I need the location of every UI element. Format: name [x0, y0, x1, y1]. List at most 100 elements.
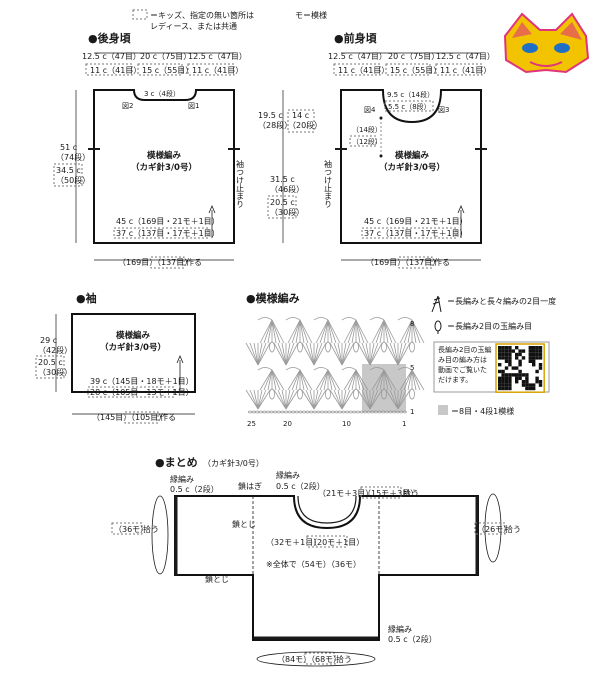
edge-left-label1: 縁編み — [170, 474, 194, 484]
stitch-fan-line — [313, 389, 323, 410]
chain-stitch — [269, 410, 274, 414]
cluster-stitch — [269, 341, 275, 353]
stitch-fan-line — [341, 342, 351, 366]
stitch-fan-line — [295, 369, 301, 391]
stitch-fan-line — [375, 369, 385, 391]
chain-arc — [397, 317, 413, 321]
symbol1-label: ＝長編みと長々編みの2目一度 — [447, 296, 556, 306]
stitch-fan-line — [411, 319, 417, 344]
left-cuff-pick: 拾う — [143, 524, 159, 534]
stitch-fan-line — [343, 319, 357, 344]
chart-col-20: 20 — [283, 420, 292, 428]
stitch-fan-line — [383, 369, 397, 391]
stitch-fan-line — [309, 342, 315, 366]
qr-text-2: み目の編み方は — [438, 355, 487, 364]
front-top-adult-3: 12.5 c（47目） — [436, 52, 495, 61]
back-body-label2: （カギ針3/0号） — [131, 162, 197, 173]
chain-stitch — [319, 410, 324, 414]
stitch-fan-line — [245, 389, 259, 410]
stitch-fan-line — [383, 369, 389, 391]
stitch-fan-line — [397, 389, 411, 410]
stitch-fan-line — [371, 319, 385, 344]
stitch-fan-line — [271, 369, 277, 391]
sleeve-shape — [71, 313, 196, 393]
chain-arc — [369, 317, 385, 321]
bottom-edge-label2: 0.5 c（2段） — [388, 634, 437, 644]
front-neck-kids: 5.5 c（8段） — [388, 102, 431, 111]
chain-stitch — [280, 410, 285, 414]
back-top-adult-2: 20 c（75目） — [140, 52, 191, 61]
stitch-fan-line — [369, 342, 375, 366]
back-top-kids-3: 11 c（41目） — [192, 66, 243, 75]
hem-pick-label: 拾う — [336, 654, 352, 664]
stitch-fan-line — [357, 389, 371, 410]
stitch-fan-line — [385, 342, 399, 366]
stitch-fan-line — [257, 389, 263, 410]
chart-row-8: 8 — [410, 320, 414, 328]
chain-stitch — [305, 410, 310, 414]
cluster-stitch — [409, 388, 415, 400]
cat-mask-logo — [503, 12, 590, 74]
sleeve-foundation-adult: （145目） — [92, 413, 131, 422]
back-sleeve-mark: 袖つけ止まり — [236, 159, 245, 208]
stitch-fan-line — [411, 369, 425, 391]
stitch-fan-line — [399, 319, 413, 344]
chain-stitch — [323, 410, 328, 414]
hem-count-adult: （84モ） — [277, 655, 311, 664]
stitch-fan-line — [319, 319, 329, 344]
stitch-fan-line — [259, 319, 273, 344]
stitch-fan-line — [267, 319, 273, 344]
chain-stitch — [298, 410, 303, 414]
stitch-fan-line — [411, 369, 421, 391]
qr-code-icon[interactable] — [495, 343, 545, 393]
chain-stitch — [352, 410, 357, 414]
chain-stitch — [262, 410, 267, 414]
stitch-fan-line — [383, 369, 393, 391]
back-height-adult: 51 c — [60, 143, 77, 152]
sleeve-body-label1: 模様編み — [116, 330, 151, 341]
neck-back-kids: （20モ＋1目） — [309, 538, 364, 547]
kids-legend-box — [132, 9, 148, 20]
back-neck-depth: 3 c（4段） — [144, 89, 180, 98]
chain-arc — [285, 317, 301, 321]
mid-side-kids: 20.5 c — [270, 198, 295, 207]
chart-col-1: 1 — [402, 420, 406, 428]
chart-row-1: 1 — [410, 408, 414, 416]
back-height-kids-rows: （50段） — [56, 175, 90, 185]
chain-stitch — [334, 410, 339, 414]
chain-arc — [257, 367, 273, 371]
stitch-fan-line — [411, 319, 421, 344]
stitch-fan-line — [267, 369, 273, 391]
stitch-fan-line — [397, 342, 407, 366]
stitch-fan-line — [313, 389, 319, 410]
stitch-fan-line — [397, 342, 403, 366]
back-foundation-kids: （137目） — [153, 258, 192, 267]
stitch-fan-line — [407, 369, 413, 391]
stitch-fan-line — [245, 342, 259, 366]
stitch-fan-line — [351, 369, 357, 391]
chain-stitch — [316, 410, 321, 414]
front-top-kids-3: 11 c（41目） — [440, 66, 491, 75]
stitch-fan-line — [347, 369, 357, 391]
sleeve-height-kids: 20.5 c — [38, 358, 63, 367]
stitch-fan-line — [249, 389, 259, 410]
stitch-fan-line — [285, 389, 291, 410]
stitch-fan-line — [371, 369, 385, 391]
cluster-stitch — [297, 388, 303, 400]
stitch-fan-line — [253, 342, 259, 366]
back-foundation-suffix: 作る — [186, 257, 202, 267]
stitch-fan-line — [327, 319, 341, 344]
qr-text-4[interactable]: だけます。 — [438, 376, 472, 384]
chain-stitch — [276, 410, 281, 414]
right-cuff-pick: 拾う — [505, 524, 521, 534]
stitch-fan-line — [273, 389, 287, 410]
front-top-kids-1: 11 c（41目） — [338, 66, 389, 75]
stitch-fan-line — [365, 342, 371, 366]
sleeve-title: ●袖 — [76, 291, 97, 305]
stitch-fan-line — [341, 342, 347, 366]
front-hem-kids: 37 c（137目・17モ＋1目） — [364, 229, 468, 238]
chain-stitch — [301, 410, 306, 414]
front-rows-adult: （14段） — [352, 125, 382, 134]
stitch-fan-line — [273, 342, 287, 366]
chain-stitch — [255, 410, 260, 414]
